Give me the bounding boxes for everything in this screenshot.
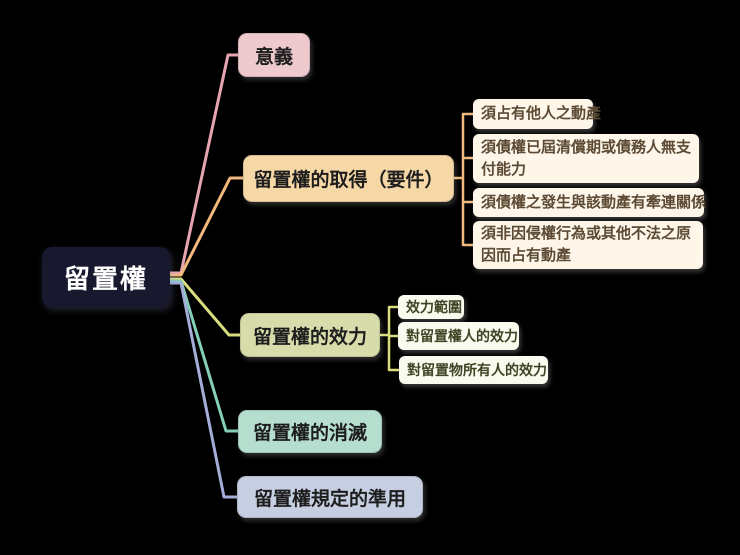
node-application[interactable]: 留置權規定的準用: [237, 476, 423, 518]
connector-line-acquisition: [166, 176, 245, 277]
node-meaning[interactable]: 意義: [238, 33, 310, 77]
connector-line-extinction: [166, 279, 240, 433]
node-effect-child-owner[interactable]: 對留置物所有人的效力: [399, 356, 548, 384]
connector-bracket-effect-children: [378, 305, 400, 372]
node-acquisition-child-due-claim[interactable]: 須債權已屆清償期或債務人無支付能力: [473, 134, 699, 183]
node-root[interactable]: 留置權: [42, 247, 170, 307]
connector-line-application: [166, 281, 239, 499]
node-effect-child-holder[interactable]: 對留置權人的效力: [398, 322, 519, 350]
node-extinction[interactable]: 留置權的消滅: [238, 410, 382, 453]
node-effect-child-scope[interactable]: 效力範圍: [398, 295, 464, 319]
node-effect[interactable]: 留置權的效力: [240, 313, 380, 357]
connector-line-meaning: [166, 53, 240, 275]
connector-line-effect: [166, 277, 242, 337]
node-acquisition[interactable]: 留置權的取得（要件）: [243, 155, 454, 202]
node-acquisition-child-lawful-possession[interactable]: 須非因侵權行為或其他不法之原因而占有動產: [473, 221, 703, 269]
connector-bracket-acquisition-children: [452, 112, 475, 247]
node-acquisition-child-possession[interactable]: 須占有他人之動產: [473, 99, 601, 129]
node-acquisition-child-connection[interactable]: 須債權之發生與該動產有牽連關係: [473, 188, 706, 217]
